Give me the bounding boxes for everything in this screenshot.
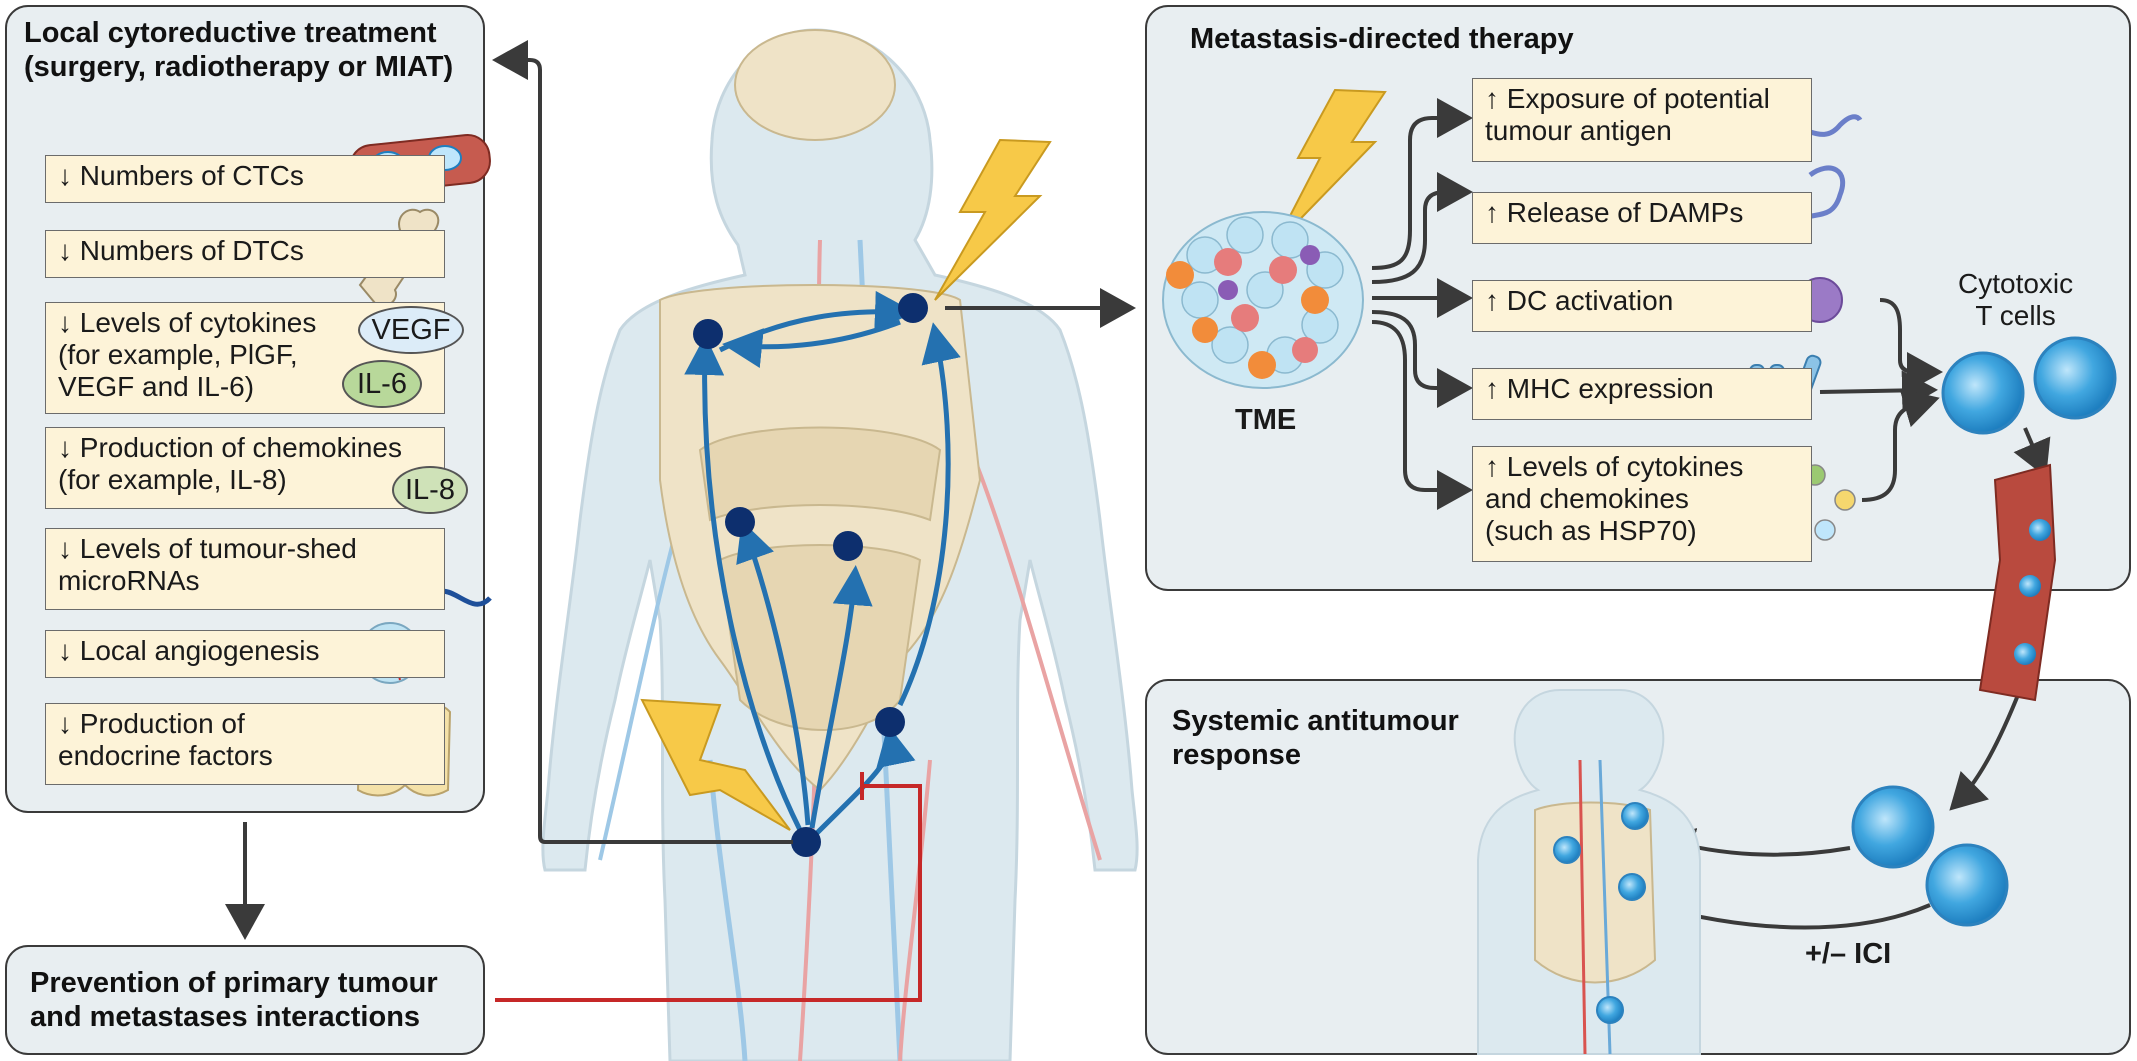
il8-bubble: IL-8 xyxy=(392,466,468,514)
lightning-icon-body xyxy=(934,138,1052,301)
tumour-nodes xyxy=(693,293,928,857)
item-cytokines-chemokines: ↑ Levels of cytokines and chemokines (su… xyxy=(1472,446,1812,562)
item-ctcs: ↓ Numbers of CTCs xyxy=(45,155,445,203)
brain-icon xyxy=(734,29,896,141)
tme-label: TME xyxy=(1235,404,1297,436)
item-chemokines: ↓ Production of chemokines (for example,… xyxy=(45,427,445,509)
item-angiogenesis: ↓ Local angiogenesis xyxy=(45,630,445,678)
mdt-panel-title: Metastasis-directed therapy xyxy=(1190,23,1574,55)
arrow-to-local-treatment xyxy=(492,40,793,844)
prevention-text: Prevention of primary tumour and metasta… xyxy=(30,967,438,1033)
small-body-illustration xyxy=(1477,689,1701,1055)
cytotoxic-t-cells-label: Cytotoxic T cells xyxy=(1958,268,2074,331)
lightning-icon-primary xyxy=(640,698,791,831)
item-damps: ↑ Release of DAMPs xyxy=(1472,192,1812,244)
item-dc-activation: ↑ DC activation xyxy=(1472,280,1812,332)
lightning-icon-tme xyxy=(1274,88,1387,246)
red-inhibition-line xyxy=(495,772,922,1002)
ici-label: +/– ICI xyxy=(1805,938,1892,970)
item-dtcs: ↓ Numbers of DTCs xyxy=(45,230,445,278)
t-cell-icons xyxy=(1851,336,2117,927)
item-tumour-antigen: ↑ Exposure of potential tumour antigen xyxy=(1472,78,1812,162)
vegf-bubble: VEGF xyxy=(358,306,464,354)
blood-vessel-icon xyxy=(1978,463,2057,702)
left-panel-title: Local cytoreductive treatment (surgery, … xyxy=(24,17,454,83)
item-endocrine: ↓ Production of endocrine factors xyxy=(45,703,445,785)
prevention-box-bg xyxy=(5,945,485,1055)
item-mhc-expression: ↑ MHC expression xyxy=(1472,368,1812,420)
item-micrornas: ↓ Levels of tumour-shed microRNAs xyxy=(45,528,445,610)
il6-bubble: IL-6 xyxy=(342,360,422,408)
systemic-panel-title: Systemic antitumour response xyxy=(1172,705,1459,771)
metastasis-arrows xyxy=(684,290,961,837)
tme-cluster-icon xyxy=(1162,211,1364,389)
